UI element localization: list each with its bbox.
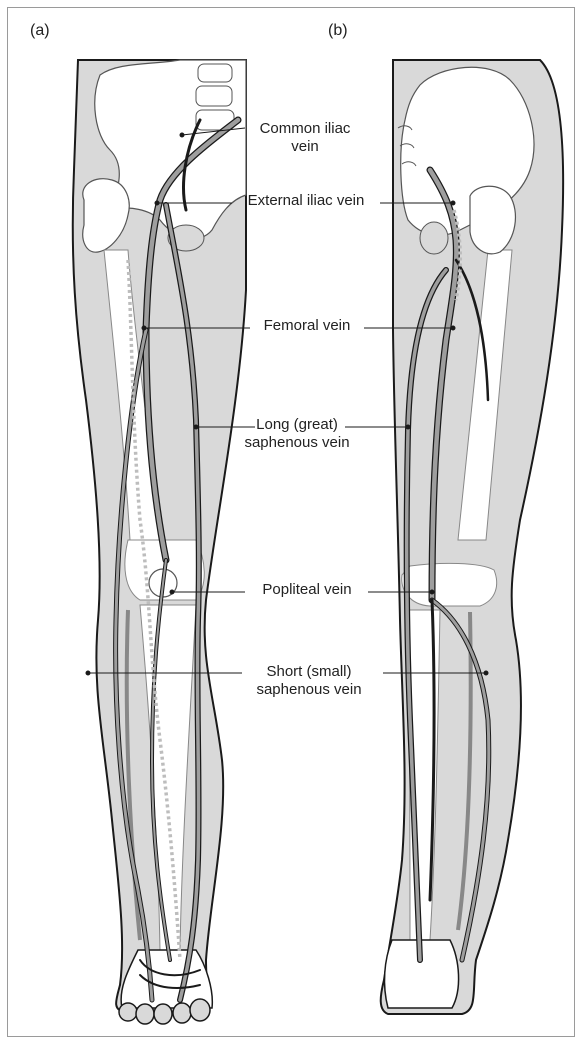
label-short-saphenous-vein: Short (small) saphenous vein (236, 663, 382, 699)
spine-a (196, 64, 234, 130)
knee-b (402, 563, 497, 606)
label-femoral-vein: Femoral vein (250, 317, 364, 335)
hip-joint-b (470, 186, 515, 254)
label-external-iliac-vein: External iliac vein (233, 192, 379, 210)
label-long-saphenous-vein: Long (great) saphenous vein (236, 416, 358, 452)
label-common-iliac-vein: Common iliac vein (246, 120, 364, 156)
label-popliteal-vein: Popliteal vein (246, 581, 368, 599)
obturator-b (420, 222, 448, 254)
panel-a-leg (73, 60, 246, 1024)
panel-a-label: (a) (30, 22, 50, 40)
panel-b-label: (b) (328, 22, 348, 40)
